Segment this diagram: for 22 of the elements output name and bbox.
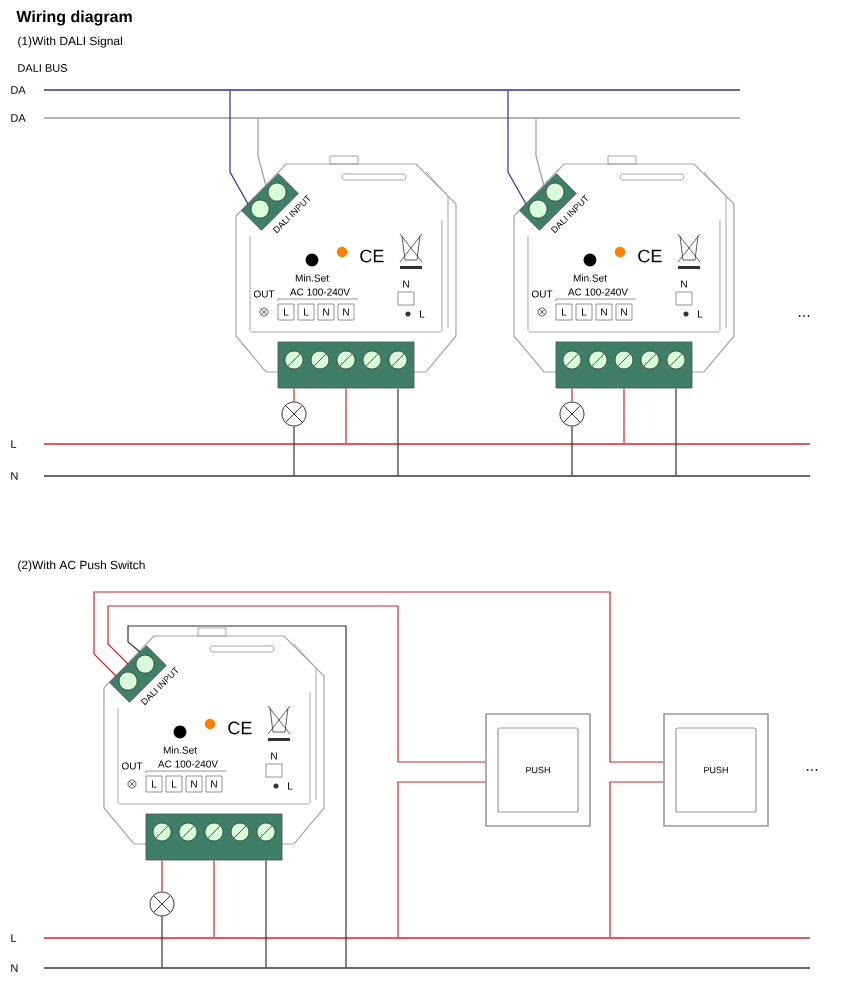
wire	[397, 387, 399, 476]
wire	[161, 859, 163, 893]
wire	[571, 387, 573, 403]
wire	[507, 90, 527, 205]
wire	[161, 915, 163, 968]
wire	[229, 90, 249, 205]
ellipsis: ...	[806, 769, 818, 771]
ellipsis: ...	[798, 315, 810, 317]
wire	[571, 425, 573, 476]
lamp-symbol	[149, 891, 175, 917]
wire	[623, 387, 625, 444]
wire	[293, 425, 295, 476]
wire	[345, 387, 347, 444]
wire	[675, 387, 677, 476]
wire	[397, 781, 486, 938]
lamp-symbol	[281, 401, 307, 427]
wire	[213, 859, 215, 938]
title: Wiring diagram	[16, 10, 132, 26]
wire	[609, 781, 664, 938]
lamp-symbol	[559, 401, 585, 427]
wire	[265, 859, 267, 968]
wire	[293, 387, 295, 403]
